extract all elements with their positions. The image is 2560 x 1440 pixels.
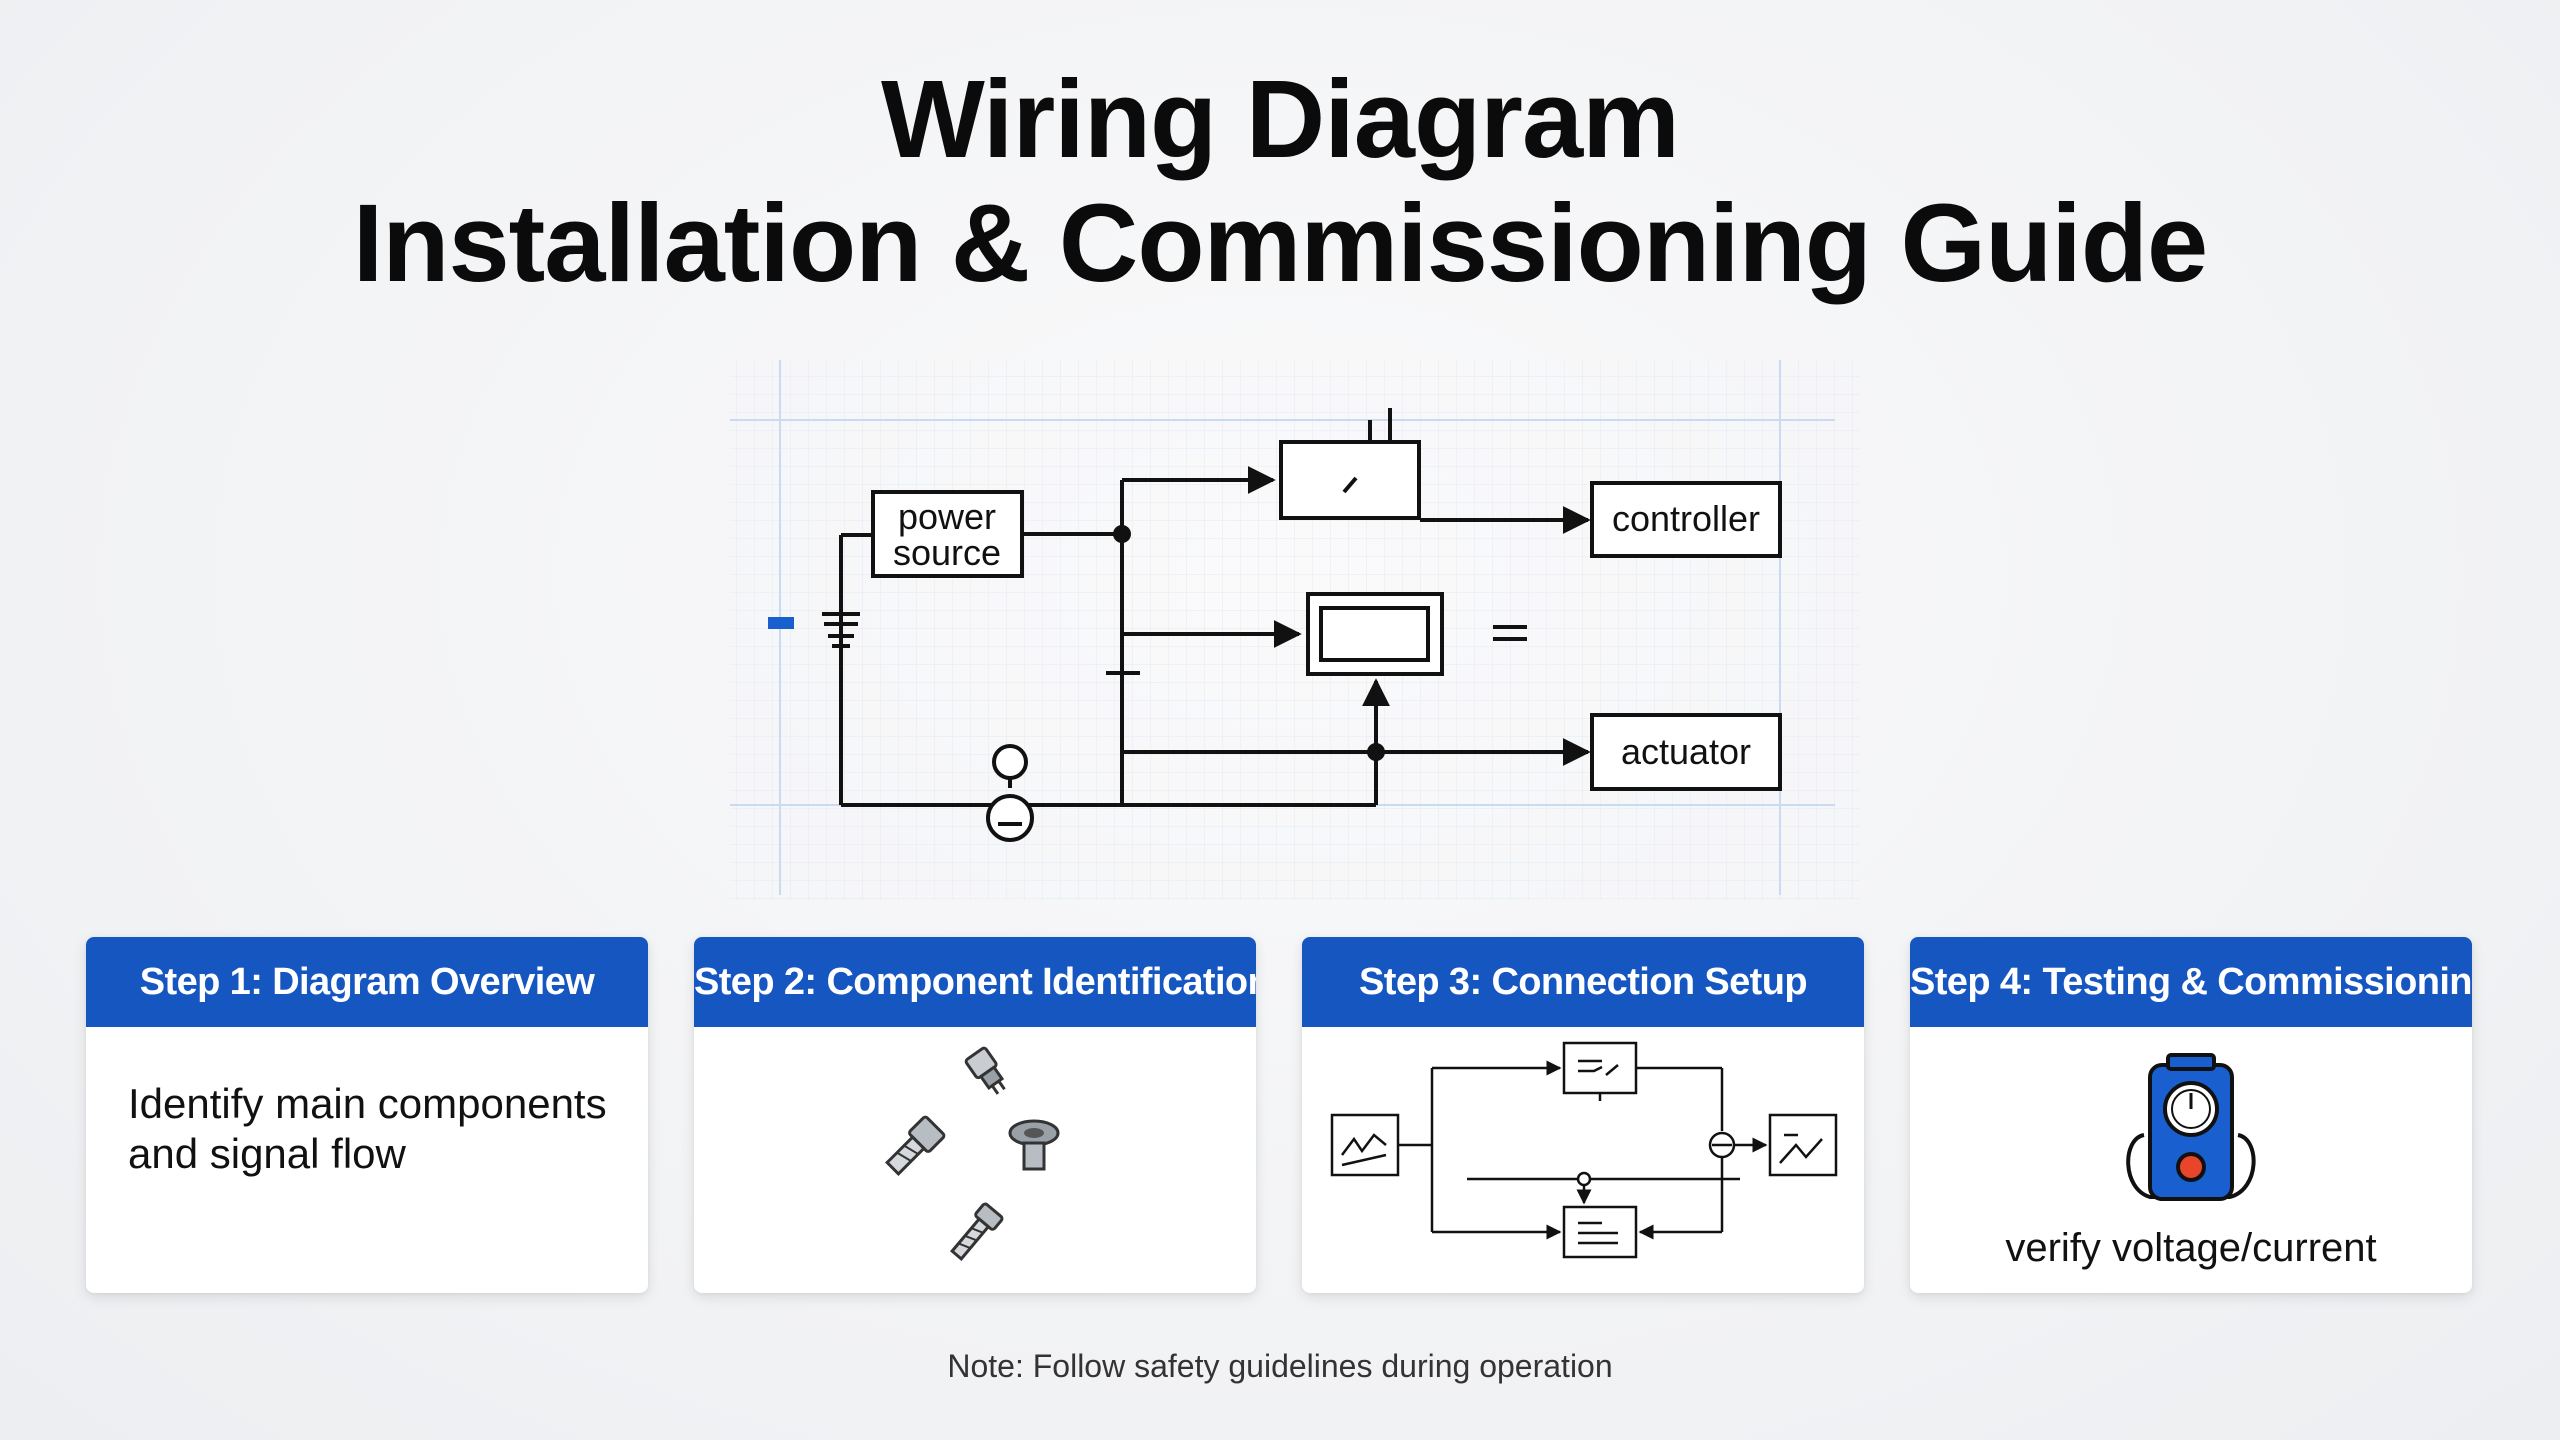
power-source-label-2: source xyxy=(893,532,1001,573)
step-3-header: Step 3: Connection Setup xyxy=(1302,937,1864,1027)
wiring-diagram: power source controller xyxy=(700,340,1900,920)
power-source-box: power source xyxy=(871,490,1024,578)
safety-note: Note: Follow safety guidelines during op… xyxy=(947,1348,1613,1384)
step-card-1[interactable]: Step 1: Diagram Overview Identify main c… xyxy=(86,937,648,1293)
step-1-body: Identify main components and signal flow xyxy=(86,1027,648,1293)
controller-box: controller xyxy=(1590,481,1782,558)
blue-marker xyxy=(768,617,794,629)
step-card-4[interactable]: Step 4: Testing & Commissioning ver xyxy=(1910,937,2472,1293)
block-diagram-icon xyxy=(1330,1041,1838,1259)
step-card-2[interactable]: Step 2: Component Identification xyxy=(694,937,1256,1293)
screw-icon xyxy=(950,1202,1004,1261)
step-4-caption: verify voltage/current xyxy=(2005,1226,2377,1270)
steps-row: Step 1: Diagram Overview Identify main c… xyxy=(86,937,2474,1293)
battery-icon xyxy=(822,612,860,648)
junction-dot xyxy=(1113,525,1131,543)
equals-symbol xyxy=(1493,625,1527,641)
step-3-body xyxy=(1302,1027,1864,1293)
sensor-icon xyxy=(986,744,1034,842)
step-2-header: Step 2: Component Identification xyxy=(694,937,1256,1027)
hardware-components-icon xyxy=(885,1046,1060,1261)
junction-dot xyxy=(1367,743,1385,761)
switch-box xyxy=(1279,440,1421,520)
step-1-text-line-2: and signal flow xyxy=(128,1130,406,1177)
step-4-header: Step 4: Testing & Commissioning xyxy=(1910,937,2472,1027)
relay-box xyxy=(1306,592,1444,676)
controller-label: controller xyxy=(1612,498,1760,539)
multimeter-icon xyxy=(2126,1053,2256,1201)
actuator-label: actuator xyxy=(1621,731,1751,772)
step-2-body xyxy=(694,1027,1256,1293)
page-title: Wiring Diagram Installation & Commission… xyxy=(0,58,2560,306)
connector-icon xyxy=(964,1046,1006,1095)
step-1-header: Step 1: Diagram Overview xyxy=(86,937,648,1027)
actuator-box: actuator xyxy=(1590,713,1782,791)
title-line-2: Installation & Commissioning Guide xyxy=(352,182,2208,305)
step-1-text: Identify main components and signal flow xyxy=(128,1079,607,1179)
grommet-icon xyxy=(1008,1119,1060,1171)
step-card-3[interactable]: Step 3: Connection Setup xyxy=(1302,937,1864,1293)
power-source-label-1: power xyxy=(898,496,996,537)
bolt-icon xyxy=(885,1115,946,1176)
step-4-body: verify voltage/current xyxy=(1910,1027,2472,1293)
step-1-text-line-1: Identify main components xyxy=(128,1080,607,1127)
title-line-1: Wiring Diagram xyxy=(881,58,1680,181)
